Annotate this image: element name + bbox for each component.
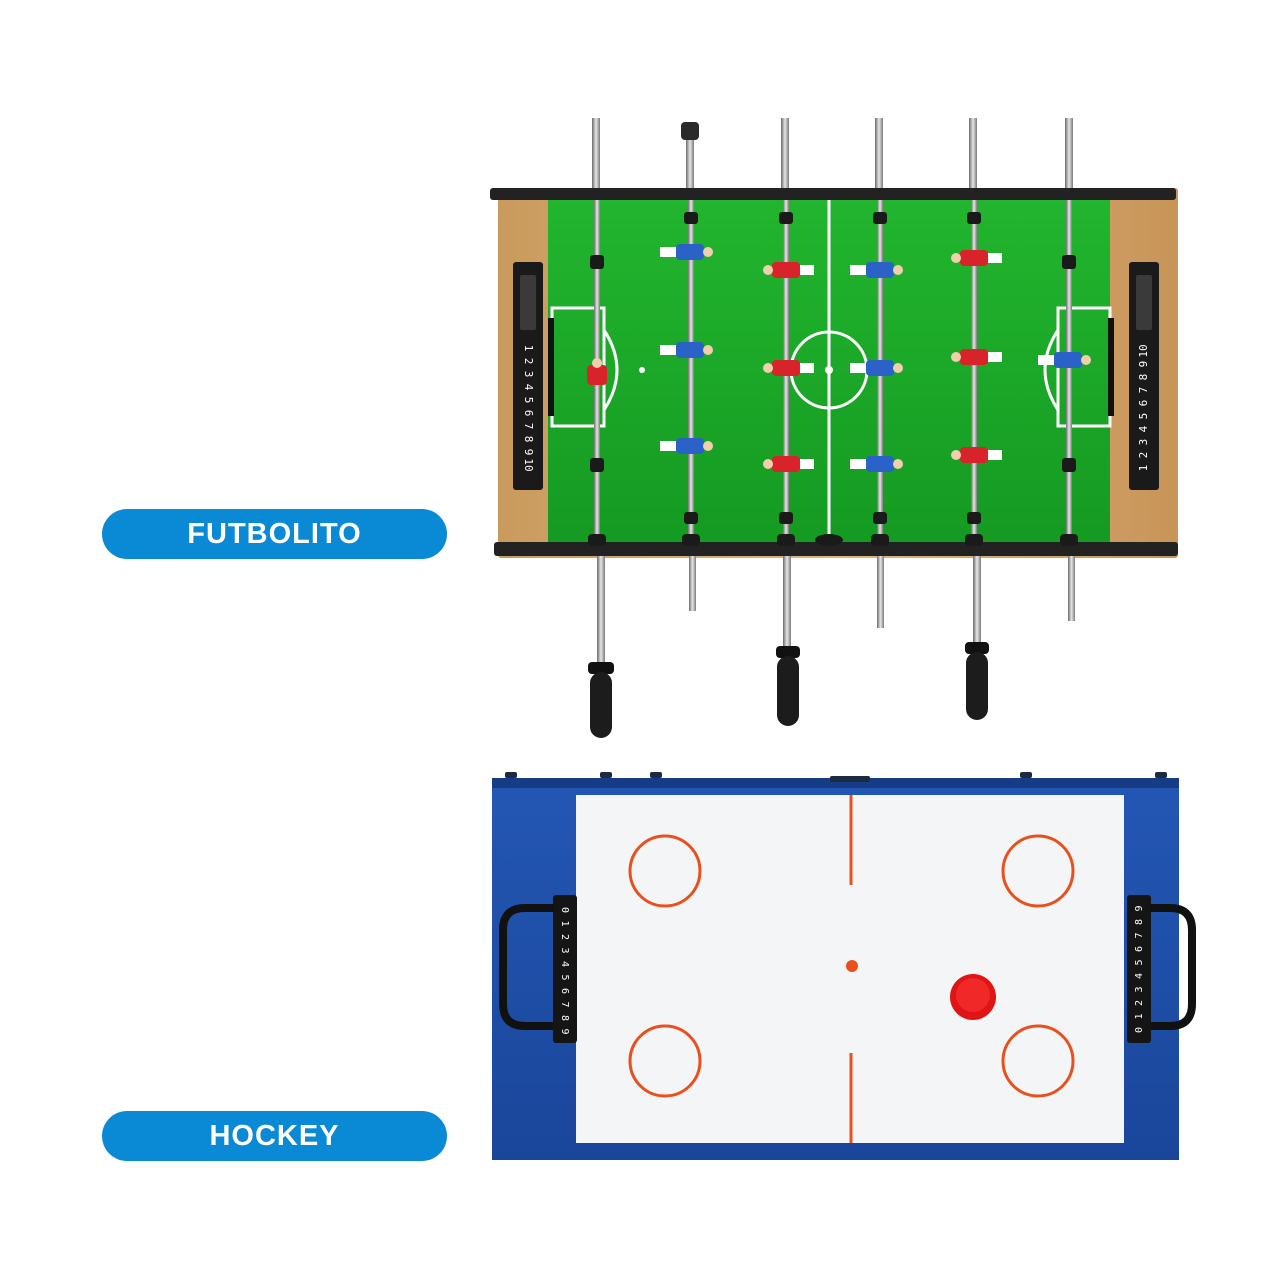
- score-digit: 3: [522, 371, 535, 378]
- score-digit: 1: [1134, 1013, 1145, 1019]
- score-digit: 3: [1137, 439, 1150, 446]
- score-digit: 6: [1137, 400, 1150, 407]
- score-digit: 2: [1134, 1000, 1145, 1006]
- score-digit: 5: [559, 974, 570, 980]
- score-digit: 1: [522, 345, 535, 352]
- score-digit: 8: [522, 436, 535, 443]
- score-digit: 8: [1137, 374, 1150, 381]
- score-digit: 7: [559, 1001, 570, 1007]
- score-digit: 2: [559, 934, 570, 940]
- score-digit: 8: [1134, 919, 1145, 925]
- score-digit: 6: [522, 410, 535, 417]
- blue-players: [660, 244, 1091, 472]
- handle-rods: [588, 556, 1075, 738]
- score-digit: 4: [559, 961, 570, 967]
- score-digit: 3: [1134, 986, 1145, 992]
- score-digit: 9: [522, 449, 535, 456]
- hockey-label: HOCKEY: [102, 1111, 447, 1161]
- score-digit: 10: [1137, 344, 1150, 357]
- score-digit: 10: [522, 458, 535, 471]
- score-digit: 1: [559, 920, 570, 926]
- puck-icon: [950, 974, 996, 1020]
- score-digit: 5: [522, 397, 535, 404]
- score-digit: 9: [1137, 361, 1150, 368]
- score-digit: 9: [559, 1028, 570, 1034]
- scoreboard-icon: [513, 262, 1159, 490]
- score-digit: 7: [1134, 932, 1145, 938]
- score-digit: 7: [522, 423, 535, 430]
- score-digit: 4: [522, 384, 535, 391]
- hockey-handles: [499, 904, 1196, 1030]
- score-digit: 2: [1137, 452, 1150, 459]
- score-digit: 2: [522, 358, 535, 365]
- futbolito-label: FUTBOLITO: [102, 509, 447, 559]
- score-digit: 3: [559, 947, 570, 953]
- score-digit: 6: [559, 988, 570, 994]
- score-digit: 4: [1134, 973, 1145, 979]
- red-players: [587, 250, 1002, 472]
- score-digit: 5: [1134, 959, 1145, 965]
- score-digit: 0: [1134, 1027, 1145, 1033]
- score-digit: 9: [1134, 905, 1145, 911]
- score-digit: 5: [1137, 413, 1150, 420]
- score-digit: 8: [559, 1015, 570, 1021]
- score-digit: 4: [1137, 425, 1150, 432]
- top-rods: [592, 118, 1073, 193]
- score-digit: 0: [559, 907, 570, 913]
- hockey-lines: [628, 795, 1075, 1143]
- score-digit: 7: [1137, 387, 1150, 394]
- score-digit: 6: [1134, 946, 1145, 952]
- score-digit: 1: [1137, 465, 1150, 472]
- scoreboard-icon: [553, 895, 1151, 1043]
